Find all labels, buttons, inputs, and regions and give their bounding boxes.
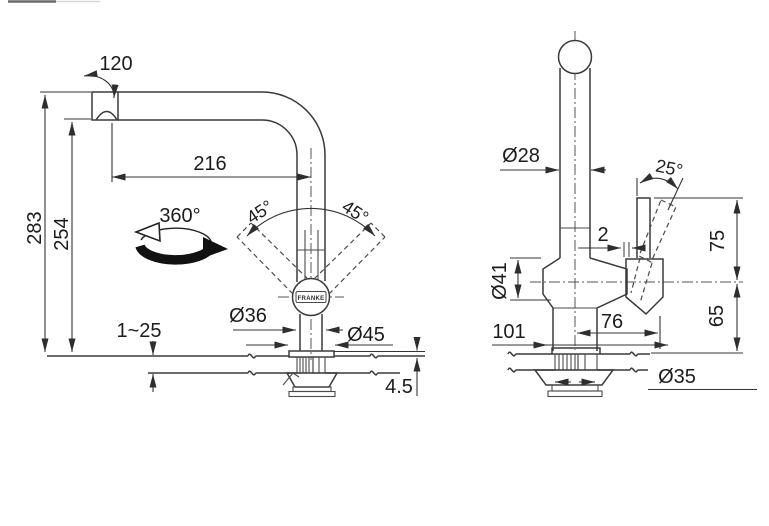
dim-label-body-height: 65 <box>706 305 728 327</box>
side-view: 25° 2 Ø28 Ø41 75 65 <box>489 31 757 398</box>
lever-upright <box>636 197 651 258</box>
mounting-nut-side <box>551 384 599 392</box>
retainer-clip <box>282 372 300 386</box>
dim-label-spray-left: 45° <box>243 196 277 228</box>
dim-label-depth-handle: 76 <box>601 311 623 333</box>
dim-label-gap: 2 <box>597 224 608 246</box>
dim-label-dia-pipe: Ø28 <box>502 145 540 167</box>
dim-label-deck-range: 1~25 <box>116 320 161 342</box>
dim-label-rotation: 360° <box>159 205 200 227</box>
spray-position-dashed-lines <box>236 222 386 295</box>
logo-plate <box>295 291 327 303</box>
lever-angle-arc <box>639 173 679 190</box>
ext-line-lever-b <box>667 177 684 211</box>
swivel-arc <box>83 70 119 99</box>
dim-label-reach: 216 <box>193 153 226 175</box>
rotation-arrow-icon <box>133 221 228 265</box>
dim-label-dia-hole: Ø35 <box>658 366 696 388</box>
dim-label-dia-base: Ø45 <box>347 324 385 346</box>
mounting-hardware-front <box>282 356 339 398</box>
dim-label-spray-right: 45° <box>338 196 372 228</box>
aerator-dome <box>95 110 118 121</box>
countertop-front <box>47 353 425 376</box>
dim-label-lever-angle: 25° <box>654 156 685 181</box>
dim-label-depth-total: 101 <box>492 321 525 343</box>
spout-tube-section <box>557 39 593 75</box>
dim-label-swivel: 120 <box>99 53 132 75</box>
dim-label-dia-spray: Ø36 <box>229 305 267 327</box>
dim-label-dia-body: Ø41 <box>489 262 511 300</box>
base-flange-side <box>551 347 601 355</box>
dim-label-lever-height: 75 <box>707 230 729 252</box>
dim-label-height-total: 283 <box>24 211 46 244</box>
body-right-edge <box>589 257 628 351</box>
dim-label-height-spout: 254 <box>51 217 73 250</box>
pipe-outer-edge <box>118 91 326 281</box>
body-left-edge <box>542 257 561 351</box>
countertop-side <box>507 351 650 373</box>
spray-angle-arc <box>246 207 376 237</box>
front-view: FRANKE <box>24 53 425 398</box>
dim-label-plate-thickness: 4.5 <box>385 376 413 398</box>
mounting-hardware-side <box>533 347 615 398</box>
pipe-inner-edge <box>118 119 298 282</box>
horseshoe-washer-side <box>533 369 615 386</box>
horseshoe-washer-front <box>285 372 339 388</box>
logo-text: FRANKE <box>298 296 325 302</box>
lever-base-block <box>625 258 664 316</box>
